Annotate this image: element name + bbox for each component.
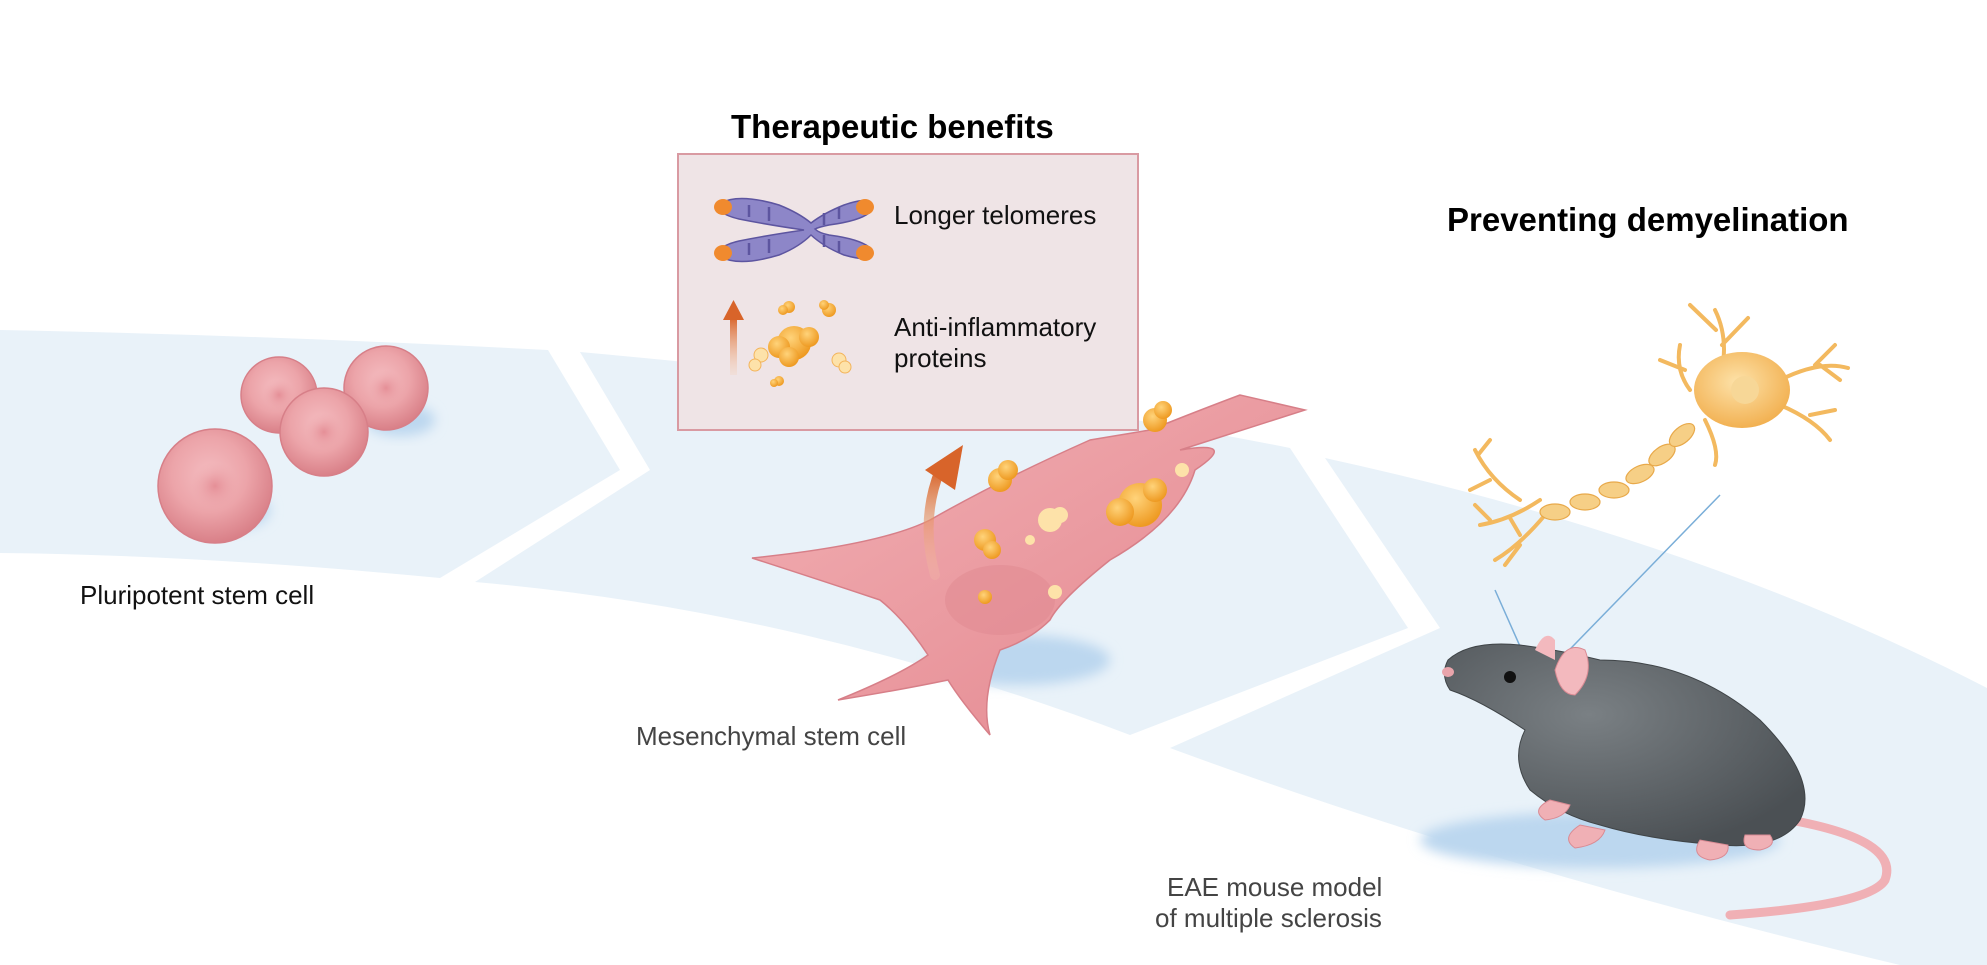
benefit-telomeres-label: Longer telomeres xyxy=(894,200,1097,230)
msc-proteins xyxy=(974,401,1189,604)
therapeutic-benefits-box: Longer telomeres Anti-inflammatory prote… xyxy=(677,153,1139,431)
benefit-proteins-label-line1: Anti-inflammatory xyxy=(894,312,1097,342)
benefits-icons xyxy=(714,197,874,387)
mouse-model-label-line1: EAE mouse model xyxy=(1167,872,1383,902)
mesenchymal-stem-cell-label: Mesenchymal stem cell xyxy=(636,721,907,751)
chromosome-icon xyxy=(714,197,874,263)
pluripotent-stem-cells xyxy=(157,345,435,544)
proteins-icon xyxy=(748,300,852,387)
msc-body xyxy=(751,394,1308,736)
neuron xyxy=(1468,303,1850,567)
mouse-tail xyxy=(1725,815,1892,920)
mouse-model-label-line2: of multiple sclerosis xyxy=(1155,903,1382,933)
secretion-arrow xyxy=(923,465,945,580)
therapeutic-benefits-title: Therapeutic benefits xyxy=(731,108,1054,145)
mesenchymal-stem-cell xyxy=(751,394,1308,736)
pluripotent-stem-cell-label: Pluripotent stem cell xyxy=(80,580,315,610)
preventing-demyelination-title: Preventing demyelination xyxy=(1447,201,1849,238)
benefit-proteins-label-line2: proteins xyxy=(894,343,987,373)
eae-mouse xyxy=(1420,635,1892,920)
msc-nucleus xyxy=(945,565,1055,635)
mouse-ear xyxy=(1554,647,1589,696)
up-arrow-icon xyxy=(723,300,744,375)
mouse-eye xyxy=(1504,671,1516,683)
